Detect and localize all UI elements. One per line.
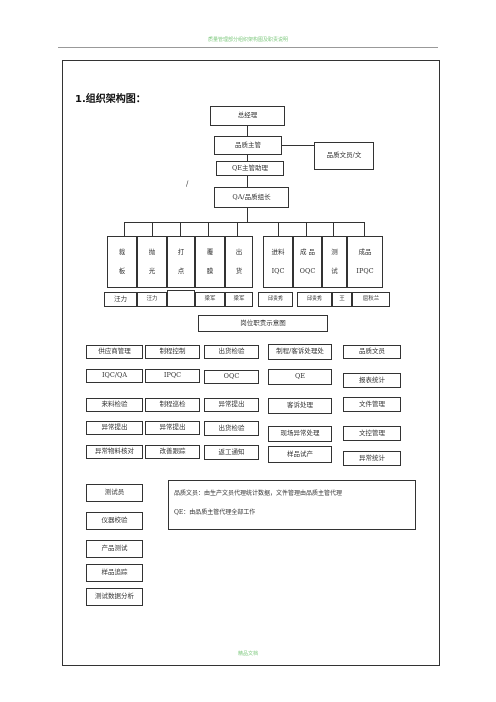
connector [306,222,307,236]
role-box: 现场异常处理 [268,426,332,442]
role-box: 文控管理 [343,426,401,441]
connector [152,222,153,236]
header-divider [58,47,438,48]
role-box: IQC/QA [86,369,143,383]
note-line: QE：由品质主管代理全部工作 [174,509,256,516]
dept-label: 光 [148,266,156,275]
role-box: 异常提出 [204,398,259,412]
role-box: 异常物料核对 [86,445,143,459]
dept-box: 测试 [322,236,347,288]
dept-box: 裁板 [107,236,137,288]
dept-box: 进料 IQC [263,236,293,288]
role-box: 出货检验 [204,421,259,436]
dept-box: 覆膜 [195,236,225,288]
role-box: QE [268,369,332,385]
connector [208,222,209,236]
dept-box: 打点 [167,236,195,288]
connector [247,126,248,136]
role-box: OQC [204,370,259,384]
role-box: 制程巡检 [145,398,200,412]
role-box: 异常提出 [86,421,143,435]
test-box: 仪器校验 [86,512,143,530]
dept-label: 抛 [148,248,156,256]
note-line: 品质文员：由生产文员代理统计数据，文件管理由品质主管代理 [174,490,343,497]
test-box: 样品追踪 [86,564,143,582]
role-box: 制程/客诉处理处 [268,344,332,360]
dept-label: 进料 [271,248,285,256]
person-name: 邱贵秀 [258,292,293,307]
connector [124,222,125,236]
role-box: 品质文员 [343,345,401,359]
connector [333,222,334,236]
role-box: 客诉处理 [268,398,332,414]
qa-assistant-box: QE主管助理 [216,161,284,176]
person-name: 屈秋兰 [352,292,390,307]
dept-box: 成品 IPQC [347,236,383,288]
dept-label: 点 [177,266,185,275]
test-box: 测试数据分析 [86,588,143,606]
dept-label: 打 [177,248,185,256]
dept-label: IQC [271,266,285,275]
person-name: 汪力 [137,292,167,307]
dept-label: 成品 [358,248,372,256]
connector [364,222,365,236]
dept-label: 膜 [206,266,214,275]
role-box: 异常统计 [343,451,401,466]
dept-label: 成 品 [299,248,316,256]
test-box: 产品测试 [86,540,143,558]
qa-leader-box: QA/品质组长 [214,187,289,208]
person-name: 王 [332,292,352,307]
notes-box [168,480,416,530]
role-box: 返工通知 [204,445,259,460]
dept-label: 裁 [118,248,126,256]
role-box: 报表统计 [343,373,401,388]
person-name [167,290,195,307]
role-box: IPQC [145,369,200,383]
page-footer: 精品文档 [237,651,258,657]
dept-label: 试 [331,266,338,275]
connector [237,222,238,236]
page-header: 质量管理部分组织架构图及职责说明 [207,37,288,43]
dept-box: 成 品 OQC [293,236,322,288]
role-box: 文件管理 [343,397,401,412]
gm-box: 总经理 [210,106,285,126]
document-frame [62,60,440,666]
section-title: 1.组织架构图： [75,94,146,105]
role-box: 出货检验 [204,345,259,359]
stray-mark: / [186,180,189,188]
connector [278,222,279,236]
connector [282,145,314,146]
role-box: 来料检验 [86,398,143,412]
dept-box: 出货 [225,236,253,288]
person-name: 邱贵秀 [297,292,332,307]
person-name: 梁军 [195,292,225,307]
connector [247,208,248,222]
qa-clerk-box: 品质文员/文 [314,142,374,170]
role-box: 样品试产 [268,446,332,463]
dept-label: 货 [235,266,243,275]
test-box: 测试员 [86,484,143,502]
dept-label: 板 [118,266,126,275]
role-box: 改善跟踪 [145,445,200,459]
chart-caption: 岗位职责示意图 [198,315,328,332]
dept-label: 覆 [206,248,214,256]
qa-manager-box: 品质主管 [214,136,282,155]
connector [247,155,248,161]
person-name: 梁军 [225,292,253,307]
dept-box: 抛光 [137,236,167,288]
role-box: 异常提出 [145,421,200,435]
role-box: 供应商管理 [86,345,143,359]
dept-label: OQC [299,266,316,275]
person-name: 汪力 [104,292,137,307]
dept-label: 出 [235,248,243,256]
branch-line [124,222,365,223]
connector [247,176,248,187]
dept-label: IPQC [356,266,374,275]
role-box: 制程控制 [145,345,200,359]
dept-label: 测 [331,248,338,256]
connector [180,222,181,236]
